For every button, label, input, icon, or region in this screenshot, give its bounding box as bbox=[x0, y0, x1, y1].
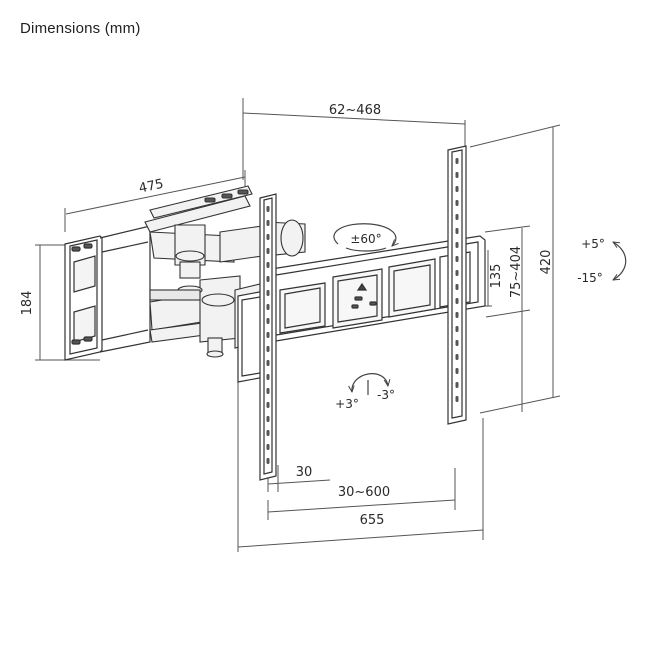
tilt-up-label: +5° bbox=[581, 237, 605, 251]
rail-slot bbox=[455, 214, 459, 220]
rail-slot bbox=[266, 430, 270, 436]
rail-slot bbox=[266, 360, 270, 366]
rail-slot bbox=[455, 256, 459, 262]
arm-length-label: 475 bbox=[138, 177, 165, 197]
bracket-width-label: 655 bbox=[360, 513, 385, 528]
wall-plate bbox=[64, 225, 151, 361]
rail-slot bbox=[266, 220, 270, 226]
rail-slot bbox=[266, 304, 270, 310]
rail-slot bbox=[455, 326, 459, 332]
rail-slot bbox=[266, 290, 270, 296]
rail-slot bbox=[455, 270, 459, 276]
top-width-label: 62~468 bbox=[329, 103, 381, 118]
rail-slot bbox=[455, 312, 459, 318]
vesa-horizontal-label: 30~600 bbox=[338, 485, 390, 500]
small-vertical-label: 135 bbox=[489, 264, 504, 289]
rail-slot bbox=[266, 416, 270, 422]
level-minus-label: -3° bbox=[377, 388, 395, 402]
rail-slot bbox=[455, 298, 459, 304]
small-horizontal-label: 30 bbox=[296, 465, 313, 480]
rail-slot bbox=[455, 228, 459, 234]
rail-slot bbox=[455, 340, 459, 346]
rail-slot bbox=[455, 242, 459, 248]
bracket-height-label: 420 bbox=[539, 250, 554, 275]
wall-plate-height-label: 184 bbox=[20, 291, 35, 316]
rail-slot bbox=[266, 374, 270, 380]
rail-slot bbox=[455, 368, 459, 374]
rail-slot bbox=[266, 234, 270, 240]
rail-slot bbox=[455, 354, 459, 360]
vesa-vertical-label: 75~404 bbox=[509, 246, 524, 298]
rail-slot bbox=[455, 186, 459, 192]
rail-slot bbox=[266, 332, 270, 338]
rail-slot bbox=[266, 276, 270, 282]
level-plus-label: +3° bbox=[335, 397, 359, 411]
rail-slot bbox=[455, 158, 459, 164]
rail-slot bbox=[455, 200, 459, 206]
tilt-arrow bbox=[613, 242, 627, 280]
rail-slot bbox=[455, 382, 459, 388]
level-arrow bbox=[352, 373, 388, 395]
rail-slot bbox=[266, 248, 270, 254]
right-rail-slots bbox=[455, 158, 459, 402]
page-title: Dimensions (mm) bbox=[20, 20, 141, 37]
dimension-lines bbox=[35, 98, 561, 552]
rail-slot bbox=[266, 318, 270, 324]
rail-slot bbox=[266, 388, 270, 394]
rail-slot bbox=[455, 284, 459, 290]
rail-slot bbox=[266, 262, 270, 268]
rail-slot bbox=[266, 206, 270, 212]
swivel-arrow bbox=[333, 223, 396, 252]
tilt-down-label: -15° bbox=[577, 271, 603, 285]
swivel-label: ±60° bbox=[350, 232, 381, 246]
rail-slot bbox=[266, 402, 270, 408]
left-rail-slots bbox=[266, 206, 270, 464]
rail-slot bbox=[455, 172, 459, 178]
rail-slot bbox=[266, 458, 270, 464]
rail-slot bbox=[266, 444, 270, 450]
rail-slot bbox=[266, 346, 270, 352]
rail-slot bbox=[455, 396, 459, 402]
